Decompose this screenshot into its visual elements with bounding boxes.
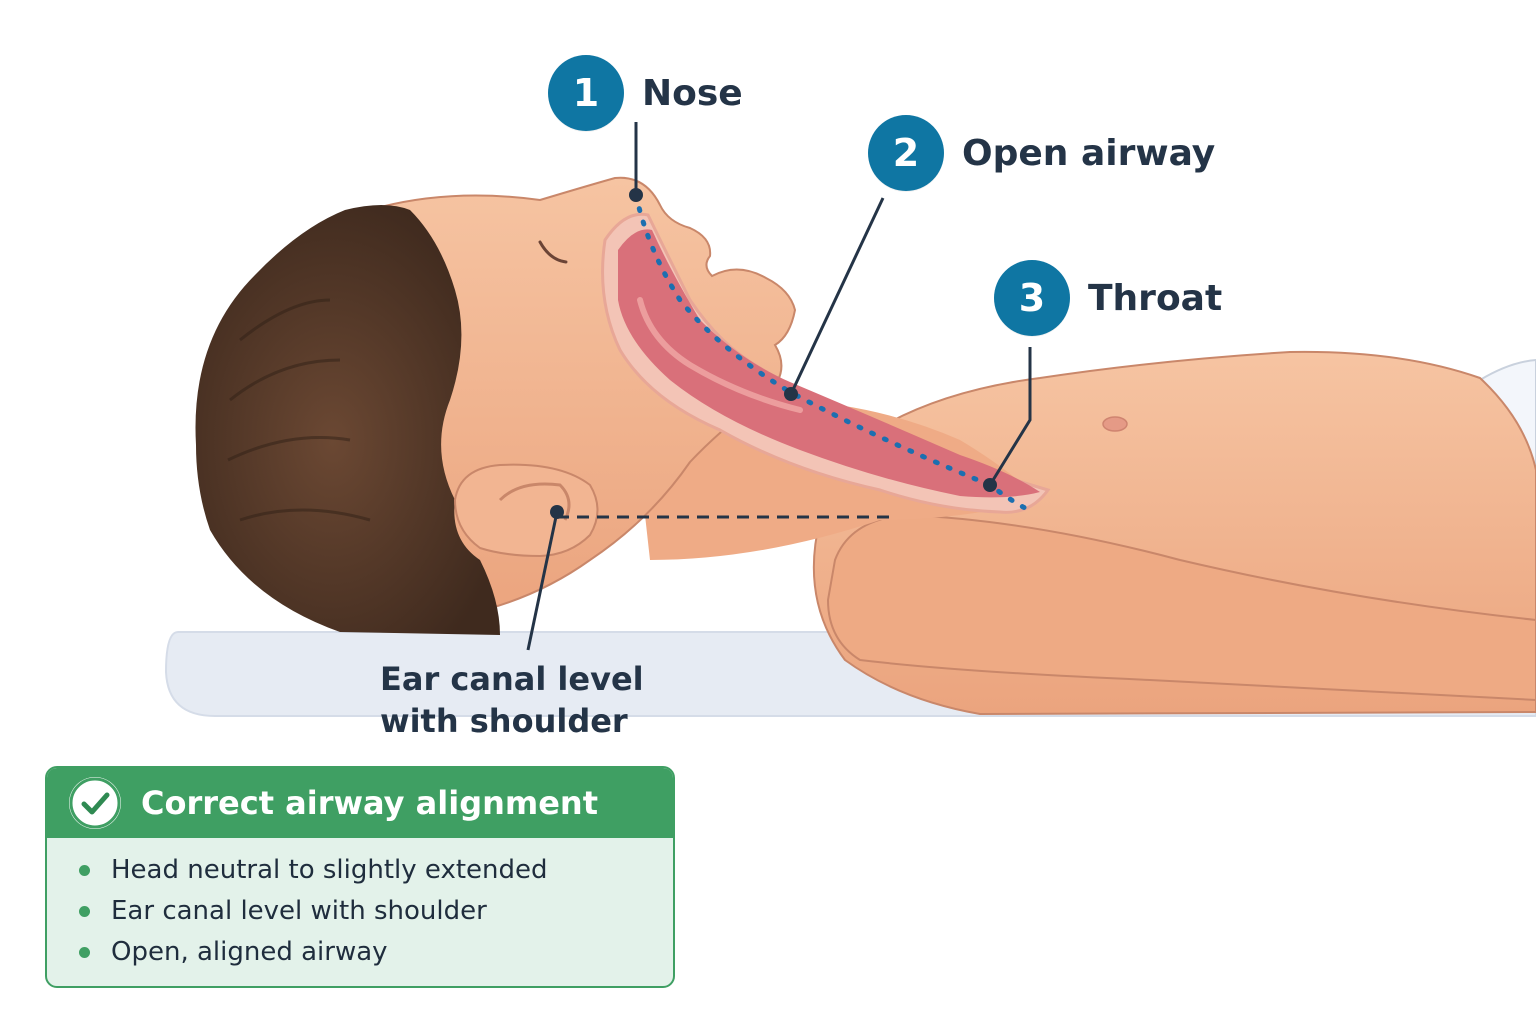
list-item: Head neutral to slightly extended — [79, 850, 673, 891]
ear-canal-label: Ear canal level with shoulder — [380, 658, 680, 742]
callout-nose: 1 Nose — [548, 55, 743, 131]
callout-throat: 3 Throat — [994, 260, 1222, 336]
ear-label-line: Ear canal level — [380, 660, 644, 698]
callout-badge: 2 — [868, 115, 944, 191]
leader-airway — [789, 197, 885, 395]
ear-label-line: with shoulder — [380, 702, 628, 740]
callout-badge: 1 — [548, 55, 624, 131]
bullet-dot-icon — [79, 947, 90, 958]
info-box-header: Correct airway alignment — [47, 768, 673, 838]
closed-eye — [538, 240, 568, 264]
callout-label: Nose — [642, 72, 743, 114]
alignment-info-box: Correct airway alignment Head neutral to… — [45, 766, 675, 988]
ear — [453, 463, 599, 558]
info-box-list: Head neutral to slightly extended Ear ca… — [47, 838, 673, 973]
callout-open-airway: 2 Open airway — [868, 115, 1215, 191]
callout-label: Open airway — [962, 132, 1216, 174]
callout-badge: 3 — [994, 260, 1070, 336]
callout-label: Throat — [1088, 277, 1223, 319]
check-circle-icon — [69, 777, 121, 829]
list-item: Ear canal level with shoulder — [79, 891, 673, 932]
leader-ear — [526, 511, 559, 651]
list-item: Open, aligned airway — [79, 932, 673, 973]
arm — [826, 513, 1536, 702]
nipple — [1102, 416, 1128, 432]
bullet-dot-icon — [79, 865, 90, 876]
hair — [195, 205, 500, 635]
info-box-title: Correct airway alignment — [141, 784, 598, 822]
bullet-dot-icon — [79, 906, 90, 917]
leader-throat — [988, 347, 1032, 486]
